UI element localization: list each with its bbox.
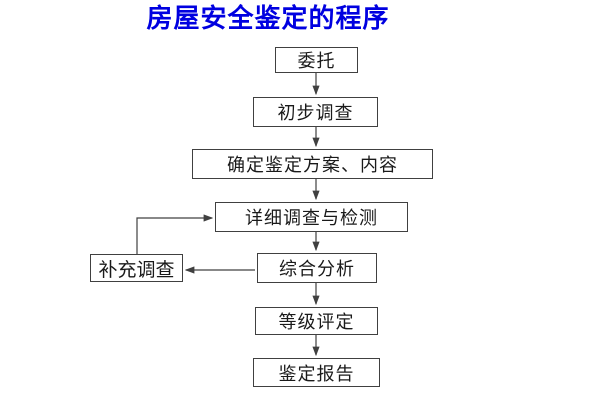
flow-node-weituo: 委托: [275, 47, 358, 73]
flow-node-jianding-baogao: 鉴定报告: [253, 358, 380, 387]
flow-node-xiangxi-diaocha: 详细调查与检测: [215, 202, 408, 232]
flow-node-buchong-diaocha: 补充调查: [90, 254, 183, 282]
page-title: 房屋安全鉴定的程序: [146, 4, 390, 34]
edge-buchong-to-xiangxi: [136, 214, 214, 254]
flow-node-queding-fangan: 确定鉴定方案、内容: [192, 149, 433, 179]
flow-node-dengji-pingding: 等级评定: [255, 307, 378, 335]
flow-node-zonghe-fenxi: 综合分析: [257, 253, 377, 283]
flow-node-chubu-diaocha: 初步调查: [253, 97, 378, 127]
